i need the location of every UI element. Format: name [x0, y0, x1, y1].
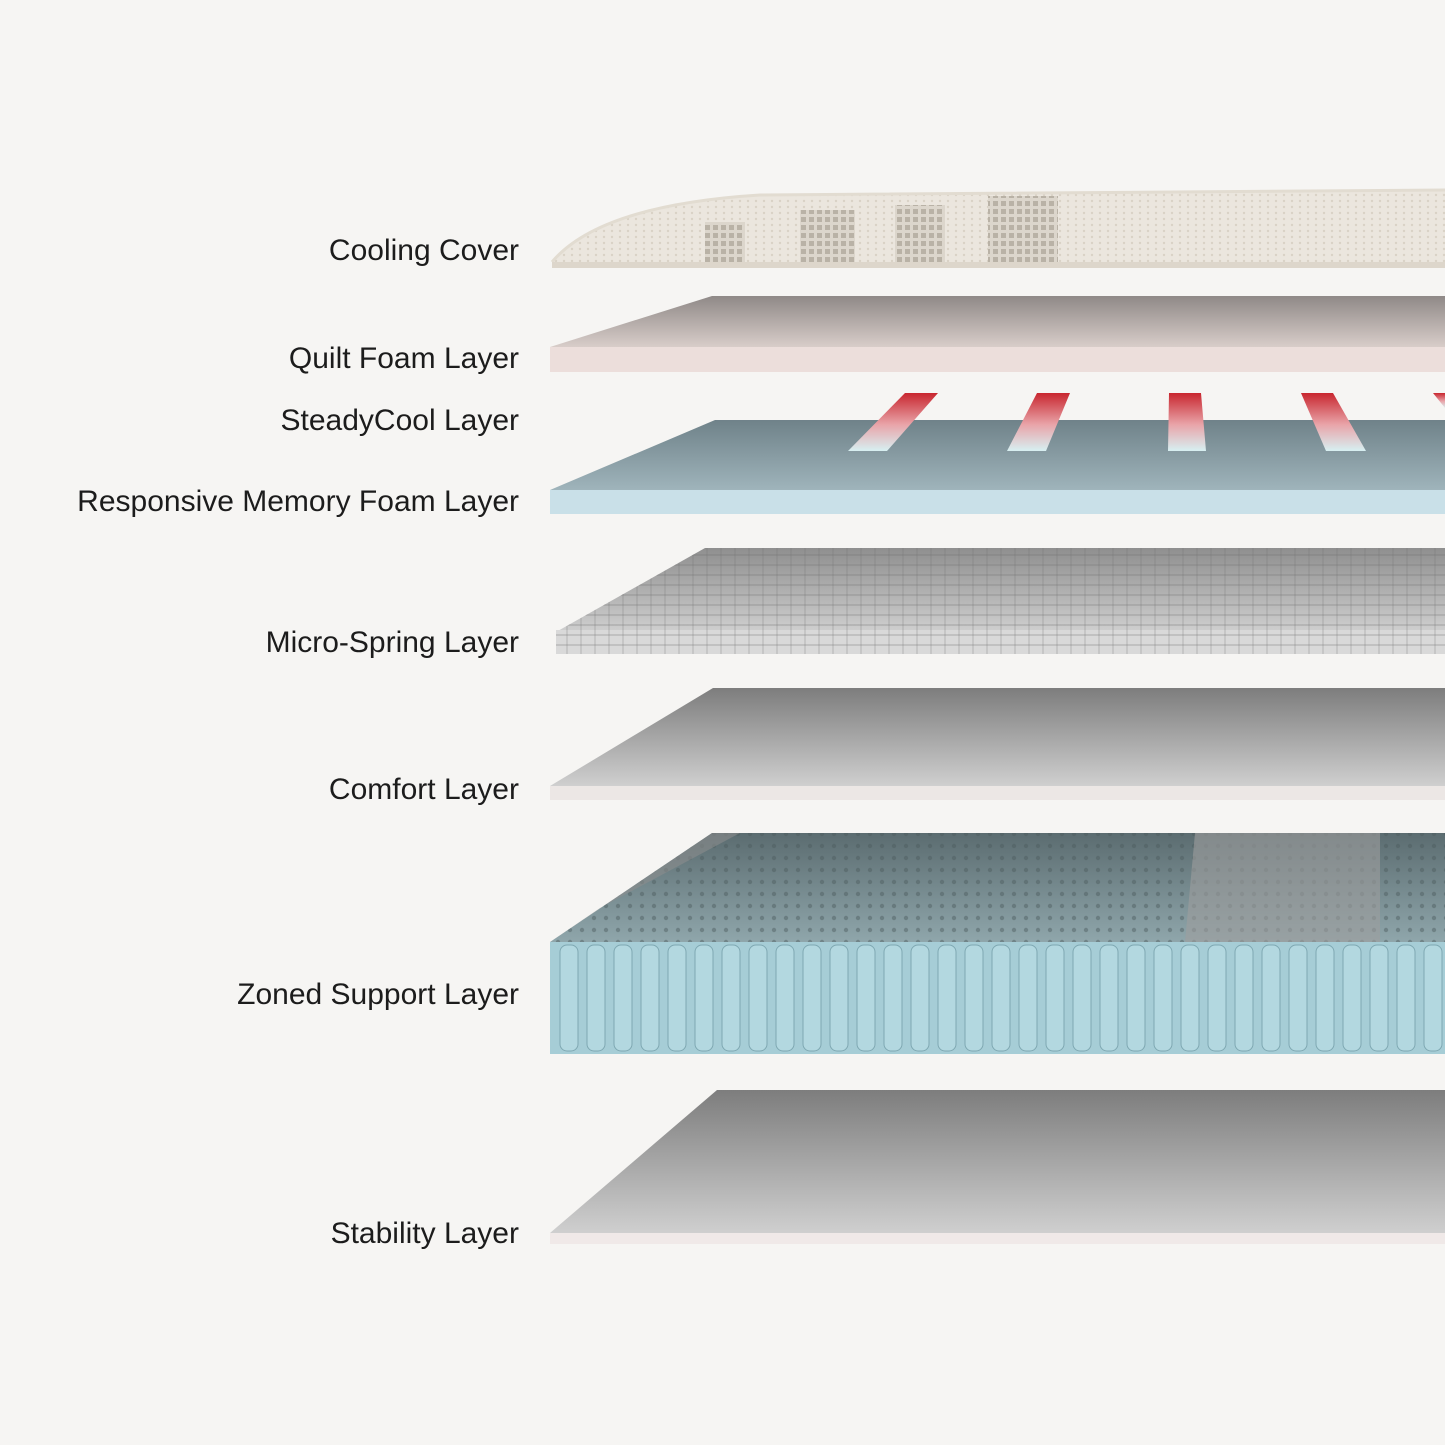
spring-coil — [1423, 944, 1443, 1052]
label-cooling-cover: Cooling Cover — [328, 234, 519, 267]
spring-coil — [586, 944, 606, 1052]
spring-coil — [1315, 944, 1335, 1052]
label-zoned-support-layer: Zoned Support Layer — [237, 978, 519, 1011]
spring-coil — [991, 944, 1011, 1052]
spring-coil — [559, 944, 579, 1052]
spring-coil — [1261, 944, 1281, 1052]
label-micro-spring-layer: Micro-Spring Layer — [265, 626, 519, 659]
label-comfort-layer: Comfort Layer — [328, 773, 519, 806]
spring-coil — [748, 944, 768, 1052]
label-stability-layer: Stability Layer — [330, 1217, 519, 1250]
spring-coil — [1018, 944, 1038, 1052]
spring-coil — [1288, 944, 1308, 1052]
spring-coil — [1234, 944, 1254, 1052]
spring-coil — [1126, 944, 1146, 1052]
spring-coil — [1072, 944, 1092, 1052]
spring-coil — [775, 944, 795, 1052]
label-steadycool-layer: SteadyCool Layer — [280, 404, 519, 437]
quilt-foam-shape — [550, 296, 1445, 372]
spring-coil — [640, 944, 660, 1052]
label-responsive-memory-foam-layer: Responsive Memory Foam Layer — [77, 485, 519, 518]
spring-coil — [1180, 944, 1200, 1052]
spring-coil — [1153, 944, 1173, 1052]
spring-coil — [1342, 944, 1362, 1052]
spring-coil — [937, 944, 957, 1052]
spring-coil — [802, 944, 822, 1052]
spring-coil — [613, 944, 633, 1052]
spring-coil — [1207, 944, 1227, 1052]
memory-foam-shape — [550, 420, 1445, 514]
spring-coil — [1396, 944, 1416, 1052]
spring-coil — [667, 944, 687, 1052]
label-quilt-foam-layer: Quilt Foam Layer — [288, 342, 519, 375]
stability-layer-shape — [550, 1090, 1445, 1244]
cooling-cover-shape — [550, 188, 1445, 268]
spring-coil — [1099, 944, 1119, 1052]
spring-coil — [1369, 944, 1389, 1052]
spring-coil — [1045, 944, 1065, 1052]
spring-coil — [883, 944, 903, 1052]
spring-coil — [910, 944, 930, 1052]
zoned-spring-coils — [559, 944, 1443, 1052]
spring-coil — [721, 944, 741, 1052]
spring-coil — [829, 944, 849, 1052]
steadycool-strips — [848, 393, 1445, 451]
spring-coil — [694, 944, 714, 1052]
comfort-layer-shape — [550, 688, 1445, 800]
zoned-support-shape — [550, 833, 1445, 1054]
spring-coil — [964, 944, 984, 1052]
micro-spring-shape — [556, 548, 1445, 654]
spring-coil — [856, 944, 876, 1052]
